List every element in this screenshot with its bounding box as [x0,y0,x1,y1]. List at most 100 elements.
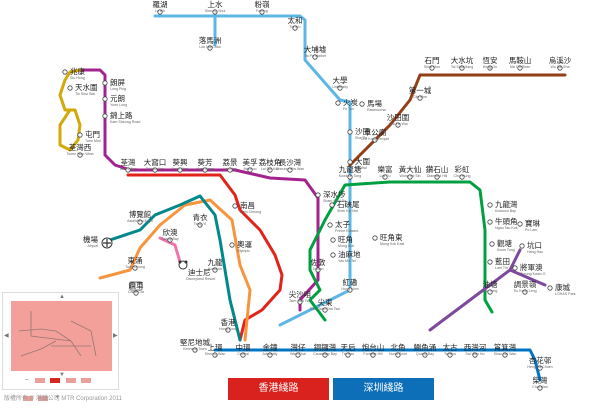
station-marker[interactable] [329,202,335,208]
station-marker[interactable] [517,221,523,227]
station-marker[interactable] [359,101,365,107]
station-marker[interactable] [167,237,173,243]
station-marker[interactable] [207,45,213,51]
station-marker[interactable] [297,299,303,305]
station-marker[interactable] [77,132,83,138]
station-marker[interactable] [382,174,388,180]
station-marker[interactable] [434,174,440,180]
station-marker[interactable] [487,289,493,295]
station-marker[interactable] [459,174,465,180]
station-marker[interactable] [315,192,321,198]
station-marker[interactable] [335,100,341,106]
station-marker[interactable] [77,152,83,158]
station-marker[interactable] [347,287,353,293]
hong-kong-lines-button[interactable]: 香港綫路 [228,378,329,400]
station-marker[interactable] [267,352,273,358]
station-marker[interactable] [102,80,108,86]
station-marker[interactable] [487,202,493,208]
station-marker[interactable] [347,174,353,180]
station-marker[interactable] [537,385,543,391]
station-marker[interactable] [212,9,218,15]
station-marker[interactable] [267,167,273,173]
zoom-level-3[interactable] [65,378,76,383]
station-marker[interactable] [447,352,453,358]
minimap-pan-right-arrow[interactable]: ▶ [113,333,118,339]
station-marker[interactable] [522,289,528,295]
station-marker[interactable] [259,9,265,15]
station-marker[interactable] [372,235,378,241]
station-marker[interactable] [417,95,423,101]
zoom-in-button[interactable]: + [55,395,60,401]
station-marker[interactable] [152,167,158,173]
station-marker[interactable] [347,159,353,165]
zoom-level-6[interactable] [38,396,49,401]
station-marker[interactable] [192,347,198,353]
station-marker[interactable] [102,113,108,119]
zoom-out-button[interactable]: – [25,377,29,383]
station-marker[interactable] [537,365,543,371]
station-marker[interactable] [487,65,493,71]
station-marker[interactable] [347,129,353,135]
zoom-level-4[interactable] [81,378,92,383]
station-marker[interactable] [489,241,495,247]
station-marker[interactable] [102,96,108,102]
station-marker[interactable] [125,167,131,173]
minimap-pan-down-arrow[interactable]: ▼ [59,372,65,378]
station-marker[interactable] [407,174,413,180]
station-marker[interactable] [345,352,351,358]
station-marker[interactable] [312,54,318,60]
station-marker[interactable] [330,237,336,243]
minimap-viewport[interactable] [11,301,112,371]
station-marker[interactable] [322,352,328,358]
station-marker[interactable] [557,65,563,71]
station-marker[interactable] [287,167,293,173]
